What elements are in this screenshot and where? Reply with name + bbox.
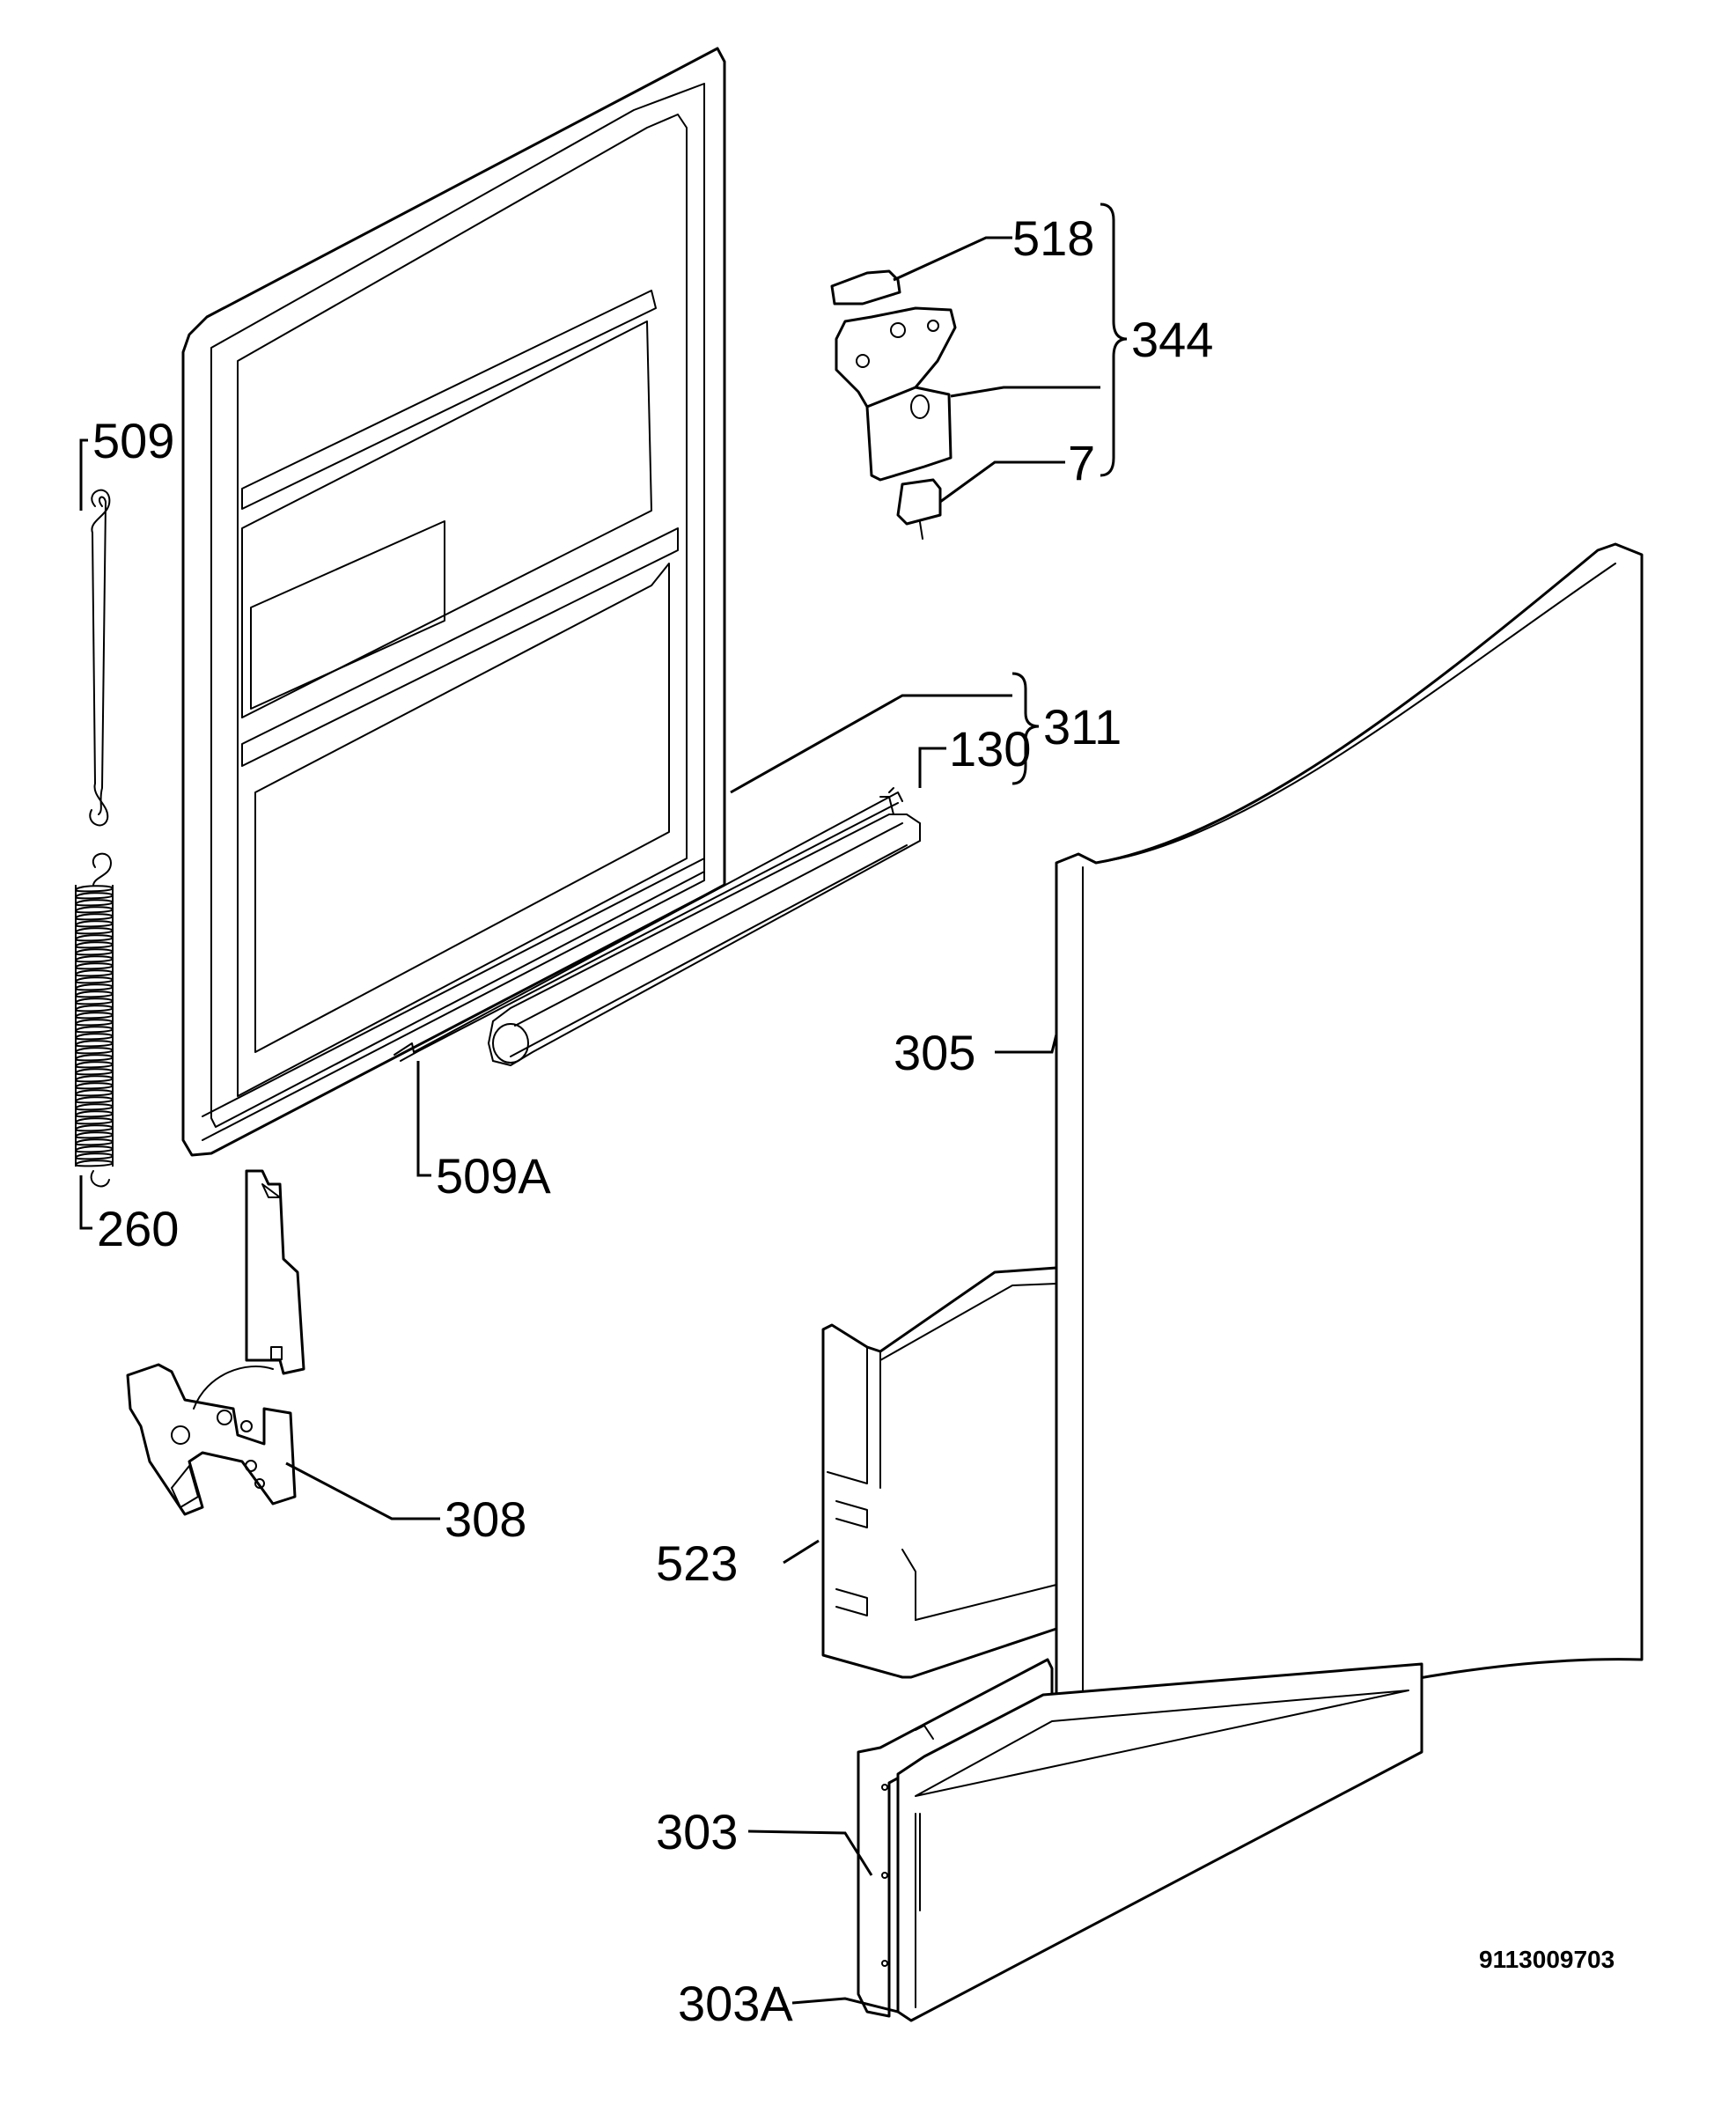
spring-coil bbox=[75, 1103, 114, 1111]
callout-labels: 518 344 509 7 311 130 305 509A 260 308 5… bbox=[92, 210, 1615, 2031]
spring-coil bbox=[75, 1061, 114, 1069]
spring-coil bbox=[75, 1131, 114, 1139]
spring-coil bbox=[75, 955, 114, 963]
spring-coil bbox=[75, 934, 114, 942]
spring-coil bbox=[75, 1082, 114, 1090]
decor-panel-305 bbox=[1055, 542, 1644, 1771]
spring-coil bbox=[75, 1152, 114, 1160]
label-308: 308 bbox=[445, 1491, 526, 1547]
spring-hook-509 bbox=[89, 489, 111, 827]
spring-coil bbox=[75, 1089, 114, 1097]
label-509: 509 bbox=[92, 413, 174, 468]
spring-coil bbox=[75, 998, 114, 1005]
spring-coil bbox=[75, 1019, 114, 1027]
spring-coil bbox=[75, 948, 114, 956]
label-311: 311 bbox=[1043, 699, 1122, 755]
latch-assembly-344 bbox=[830, 269, 957, 540]
spring-coil bbox=[75, 1075, 114, 1083]
spring-coil bbox=[75, 920, 114, 928]
spring-coil bbox=[75, 990, 114, 998]
label-303: 303 bbox=[656, 1804, 738, 1859]
spring-coil bbox=[75, 983, 114, 991]
hinge-rod-509a bbox=[394, 787, 903, 1062]
spring-coil bbox=[75, 1124, 114, 1132]
spring-coil bbox=[75, 1110, 114, 1118]
spring-coil bbox=[75, 1012, 114, 1020]
spring-coil bbox=[75, 962, 114, 970]
spring-coil bbox=[75, 892, 114, 900]
spring-coil bbox=[75, 1054, 114, 1062]
control-panel-523 bbox=[821, 1266, 1058, 1679]
spring-coils bbox=[75, 885, 114, 1167]
spring-coil bbox=[75, 927, 114, 935]
spring-coil bbox=[75, 1047, 114, 1055]
label-303a: 303A bbox=[678, 1976, 793, 2031]
label-260: 260 bbox=[97, 1201, 179, 1256]
extension-spring-260 bbox=[75, 852, 114, 1188]
label-518: 518 bbox=[1012, 210, 1094, 266]
spring-coil bbox=[75, 1145, 114, 1153]
plinth-303 bbox=[857, 1658, 1423, 2022]
spring-coil bbox=[75, 1005, 114, 1012]
spring-coil bbox=[75, 941, 114, 949]
spring-coil bbox=[75, 1160, 114, 1167]
spring-coil bbox=[75, 1117, 114, 1125]
spring-coil bbox=[75, 906, 114, 914]
spring-coil bbox=[75, 1138, 114, 1146]
door-seal-130 bbox=[487, 796, 921, 1067]
leader-lines bbox=[79, 202, 1128, 2014]
spring-coil bbox=[75, 1096, 114, 1104]
spring-coil bbox=[75, 976, 114, 984]
drawing-number: 9113009703 bbox=[1479, 1946, 1615, 1973]
spring-coil bbox=[75, 1026, 114, 1034]
spring-coil bbox=[75, 899, 114, 907]
label-344: 344 bbox=[1131, 312, 1213, 367]
spring-coil bbox=[75, 913, 114, 921]
spring-coil bbox=[75, 1040, 114, 1048]
label-7: 7 bbox=[1068, 435, 1095, 490]
label-523: 523 bbox=[656, 1535, 738, 1591]
spring-coil bbox=[75, 969, 114, 977]
spring-coil bbox=[75, 1033, 114, 1041]
label-509a: 509A bbox=[436, 1148, 551, 1204]
label-305: 305 bbox=[894, 1025, 975, 1080]
hinge-308 bbox=[126, 1169, 305, 1516]
spring-coil bbox=[75, 885, 114, 893]
label-130: 130 bbox=[949, 721, 1031, 777]
spring-coil bbox=[75, 1068, 114, 1076]
